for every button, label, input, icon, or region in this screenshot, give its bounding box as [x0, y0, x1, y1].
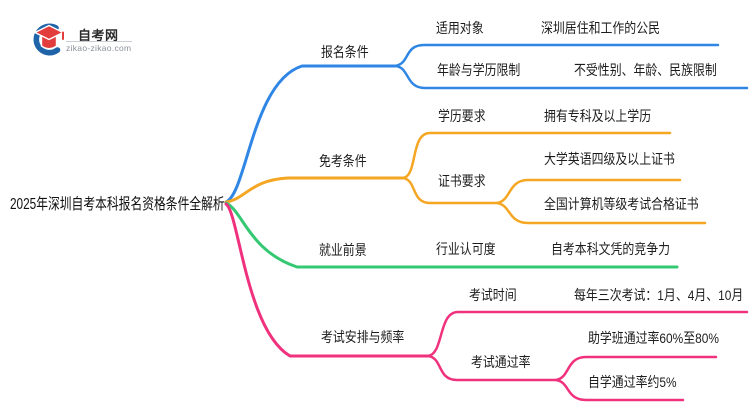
leaf-cet4-certificate: 大学英语四级及以上证书 — [544, 151, 675, 167]
node-exam-time: 考试时间 — [469, 287, 517, 303]
leaf-exam-dates: 每年三次考试：1月、4月、10月 — [574, 287, 744, 303]
line-education-requirement — [401, 131, 672, 180]
graduation-cap-icon — [33, 23, 65, 56]
line-cet4 — [495, 178, 682, 205]
root-topic: 2025年深圳自考本科报名资格条件全解析 — [10, 196, 225, 213]
logo-divider — [66, 41, 132, 42]
branch-employment-prospects: 就业前景 — [319, 242, 367, 258]
line-computer-cert — [495, 201, 707, 225]
node-education-requirement: 学历要求 — [438, 108, 486, 124]
line-class-pass-rate — [554, 355, 718, 382]
leaf-shenzhen-residents: 深圳居住和工作的公民 — [541, 20, 660, 36]
branch-exemption-conditions: 免考条件 — [319, 153, 367, 169]
line-self-study-pass-rate — [554, 378, 685, 402]
node-certificate-requirement: 证书要求 — [438, 173, 486, 189]
node-age-education-limit: 年龄与学历限制 — [437, 62, 521, 78]
branch-line-employment — [224, 201, 679, 269]
node-exam-pass-rate: 考试通过率 — [471, 354, 531, 370]
site-logo[interactable]: 自考网 zikao-zikao.com — [30, 20, 150, 60]
branch-exam-schedule-frequency: 考试安排与频率 — [321, 329, 405, 345]
leaf-college-degree: 拥有专科及以上学历 — [544, 108, 652, 124]
branch-registration-conditions: 报名条件 — [321, 44, 369, 60]
line-age-education-limit — [393, 64, 749, 90]
site-name: 自考网 — [78, 28, 119, 43]
leaf-computer-certificate: 全国计算机等级考试合格证书 — [544, 196, 699, 212]
node-applicable-target: 适用对象 — [436, 20, 484, 36]
leaf-self-study-pass-rate: 自学通过率约5% — [588, 374, 677, 390]
line-pass-rate — [426, 354, 558, 382]
leaf-no-restrictions: 不受性别、年龄、民族限制 — [574, 62, 717, 78]
node-industry-recognition: 行业认可度 — [436, 241, 496, 257]
leaf-diploma-competitiveness: 自考本科文凭的竞争力 — [551, 241, 670, 257]
branch-line-exemption — [224, 176, 405, 204]
leaf-class-pass-rate: 助学班通过率60%至80% — [588, 330, 719, 346]
branch-line-registration — [224, 64, 397, 204]
line-certificate-requirement — [401, 176, 499, 205]
branch-line-exam-schedule — [224, 202, 430, 358]
line-applicable-target — [393, 43, 720, 68]
site-domain: zikao-zikao.com — [66, 43, 132, 53]
line-exam-time — [426, 310, 749, 358]
